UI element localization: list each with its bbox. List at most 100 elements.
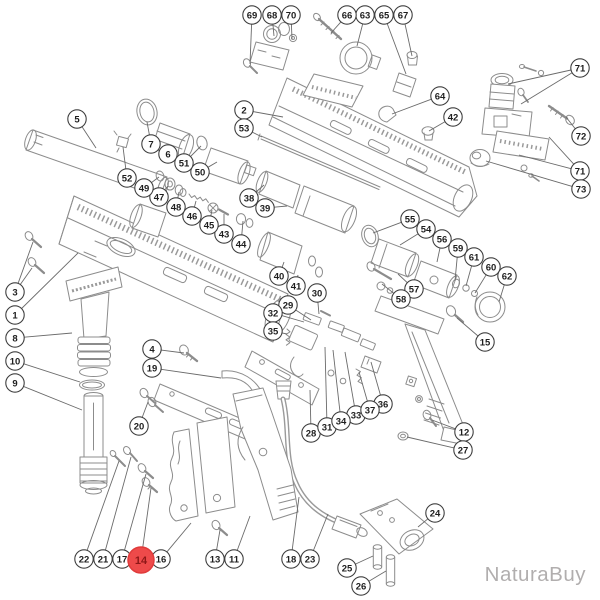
callout-leader-line (518, 154, 572, 170)
callout-leader-line (124, 473, 147, 551)
callout-circle (286, 276, 306, 296)
callout-number: 56 (437, 234, 448, 245)
part-valve-internals (155, 170, 254, 228)
callout-8: 8 (5, 328, 73, 348)
callout-circle (351, 576, 371, 596)
callout-5: 5 (67, 109, 97, 149)
callout-number: 29 (283, 300, 294, 311)
callout-19: 19 (142, 358, 222, 379)
callout-leader-line (397, 273, 408, 284)
callout-14: 14 (127, 487, 155, 574)
callout-58: 58 (381, 283, 411, 309)
callout-number: 15 (480, 337, 491, 348)
callout-number: 43 (219, 229, 230, 240)
callout-49: 49 (134, 176, 160, 198)
part-barrel-oring (113, 98, 158, 153)
callout-26: 26 (351, 570, 387, 596)
callout-leader-line (17, 241, 34, 284)
callout-circle (129, 416, 149, 436)
callout-number: 73 (576, 184, 587, 195)
callout-number: 28 (306, 428, 317, 439)
callout-circle (242, 5, 262, 25)
callout-number: 46 (187, 211, 198, 222)
callout-number: 30 (312, 288, 323, 299)
part-foregrip (65, 266, 123, 495)
callout-44: 44 (231, 220, 251, 254)
callout-number: 65 (379, 10, 390, 21)
callout-circle (404, 279, 424, 299)
part-feed-elbow (302, 12, 435, 141)
callout-number: 7 (148, 139, 153, 150)
callout-leader-line (399, 233, 419, 246)
callout-circle (149, 187, 169, 207)
watermark-text: NaturaBuy (485, 563, 587, 586)
callout-number: 34 (336, 416, 347, 427)
callout-48: 48 (166, 191, 186, 217)
callout-number: 60 (486, 262, 497, 273)
callout-12: 12 (431, 419, 474, 442)
callout-number: 19 (147, 363, 158, 374)
callout-leader-line (253, 111, 284, 118)
callout-23: 23 (300, 513, 329, 569)
callout-number: 22 (79, 554, 90, 565)
part-grip-screws (109, 446, 229, 537)
callout-leader-line (436, 247, 441, 263)
callout-circle (300, 549, 320, 569)
callout-number: 8 (12, 333, 17, 344)
callout-circle (337, 558, 357, 578)
callout-leader-line (428, 121, 446, 132)
callout-number: 44 (236, 239, 247, 250)
callout-number: 26 (356, 581, 367, 592)
callout-73: 73 (485, 160, 591, 199)
callout-24: 24 (417, 503, 445, 528)
callout-number: 61 (469, 252, 480, 263)
callout-30: 30 (307, 283, 327, 315)
callout-number: 25 (342, 563, 353, 574)
callout-number: 67 (398, 10, 409, 21)
callout-number: 70 (286, 10, 297, 21)
callout-61: 61 (464, 247, 484, 287)
callout-number: 52 (122, 173, 133, 184)
callout-59: 59 (448, 238, 468, 282)
callout-circle (331, 411, 351, 431)
callout-50: 50 (190, 161, 218, 182)
callout-leader-line (104, 456, 132, 551)
callout-number: 23 (305, 554, 316, 565)
callout-circle (430, 86, 450, 106)
callout-circle (278, 295, 298, 315)
callout-circle (158, 144, 178, 164)
callout-number: 59 (453, 243, 464, 254)
callout-leader-line (454, 257, 458, 282)
callout-56: 56 (432, 229, 452, 263)
part-rear-sight-bracket (469, 64, 575, 182)
callout-circle (174, 153, 194, 173)
callout-69: 69 (242, 5, 262, 65)
callout-number: 71 (575, 166, 586, 177)
callout-circle (571, 179, 591, 199)
callout-circle (307, 283, 327, 303)
callout-leader-line (324, 346, 328, 418)
callout-circle (117, 168, 137, 188)
callout-66: 66 (330, 5, 357, 34)
callout-leader-line (565, 116, 576, 130)
callout-number: 42 (448, 112, 459, 123)
callout-37: 37 (358, 371, 380, 420)
callout-circle (5, 328, 25, 348)
callout-circle (262, 5, 282, 25)
callout-60: 60 (474, 257, 501, 294)
callout-64: 64 (391, 86, 450, 115)
callout-leader-line (386, 23, 407, 75)
callout-52: 52 (117, 146, 137, 188)
callout-57: 57 (397, 273, 424, 299)
callout-circle (142, 358, 162, 378)
callout-number: 38 (244, 193, 255, 204)
callout-68: 68 (262, 5, 282, 37)
callout-number: 24 (430, 508, 441, 519)
callout-leader-line (210, 209, 213, 217)
callout-number: 27 (458, 445, 469, 456)
part-bolt-group (361, 224, 506, 323)
callout-62: 62 (497, 266, 517, 303)
